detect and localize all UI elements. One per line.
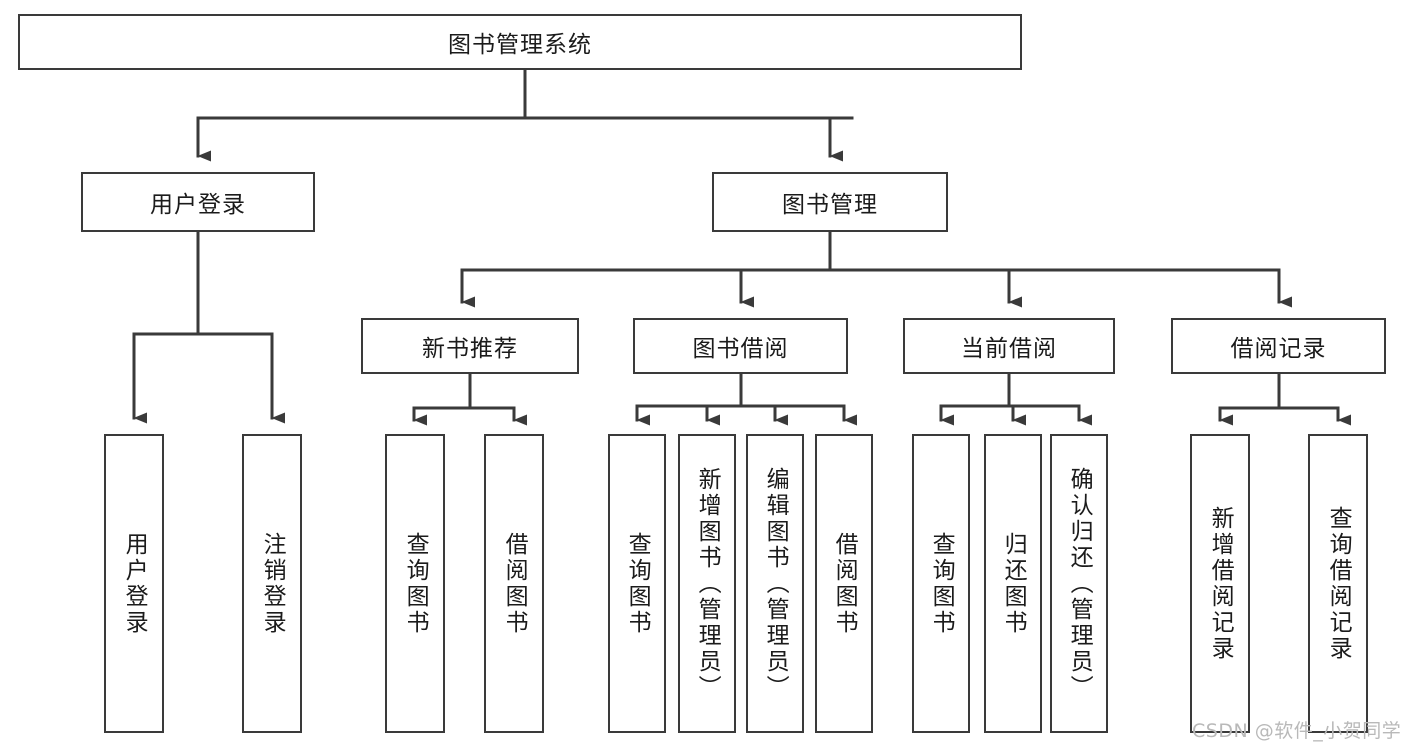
node-leaf-borrow-book-label: 借阅图书 <box>831 531 858 636</box>
node-book-management-label: 图书管理 <box>782 192 878 218</box>
node-leaf-query-book-borrow-label: 查询图书 <box>624 531 651 636</box>
node-root[interactable]: 图书管理系统 <box>18 14 1022 70</box>
node-book-borrow[interactable]: 图书借阅 <box>633 318 848 374</box>
node-leaf-query-borrow-record[interactable]: 查询借阅记录 <box>1308 434 1368 733</box>
node-leaf-borrow-book[interactable]: 借阅图书 <box>815 434 873 733</box>
node-leaf-edit-book-admin[interactable]: 编辑图书（管理员） <box>746 434 804 733</box>
node-leaf-query-book-rec-label: 查询图书 <box>402 531 429 636</box>
node-borrow-record[interactable]: 借阅记录 <box>1171 318 1386 374</box>
node-leaf-query-book-borrow[interactable]: 查询图书 <box>608 434 666 733</box>
node-leaf-logout-label: 注销登录 <box>259 531 286 636</box>
node-leaf-query-book-rec[interactable]: 查询图书 <box>385 434 445 733</box>
node-leaf-return-book[interactable]: 归还图书 <box>984 434 1042 733</box>
node-leaf-confirm-return-admin[interactable]: 确认归还（管理员） <box>1050 434 1108 733</box>
node-leaf-confirm-return-admin-label: 确认归还（管理员） <box>1066 466 1093 701</box>
node-leaf-query-book-cur-label: 查询图书 <box>928 531 955 636</box>
node-current-borrow-label: 当前借阅 <box>961 336 1057 362</box>
node-leaf-query-borrow-record-label: 查询借阅记录 <box>1325 505 1352 662</box>
node-leaf-add-borrow-record[interactable]: 新增借阅记录 <box>1190 434 1250 733</box>
node-user-login[interactable]: 用户登录 <box>81 172 315 232</box>
node-leaf-user-login[interactable]: 用户登录 <box>104 434 164 733</box>
node-leaf-user-login-label: 用户登录 <box>121 531 148 636</box>
node-new-book-recommend-label: 新书推荐 <box>422 336 518 362</box>
node-user-login-label: 用户登录 <box>150 192 246 218</box>
node-book-management[interactable]: 图书管理 <box>712 172 948 232</box>
node-current-borrow[interactable]: 当前借阅 <box>903 318 1115 374</box>
node-leaf-add-borrow-record-label: 新增借阅记录 <box>1207 505 1234 662</box>
node-leaf-query-book-cur[interactable]: 查询图书 <box>912 434 970 733</box>
node-leaf-add-book-admin[interactable]: 新增图书（管理员） <box>678 434 736 733</box>
node-new-book-recommend[interactable]: 新书推荐 <box>361 318 579 374</box>
node-root-label: 图书管理系统 <box>448 32 592 58</box>
node-leaf-add-book-admin-label: 新增图书（管理员） <box>694 466 721 701</box>
node-leaf-logout[interactable]: 注销登录 <box>242 434 302 733</box>
node-leaf-borrow-book-rec-label: 借阅图书 <box>501 531 528 636</box>
node-leaf-edit-book-admin-label: 编辑图书（管理员） <box>762 466 789 701</box>
node-leaf-return-book-label: 归还图书 <box>1000 531 1027 636</box>
watermark: CSDN @软件_小贺同学 <box>1192 720 1402 742</box>
node-book-borrow-label: 图书借阅 <box>692 336 789 362</box>
node-borrow-record-label: 借阅记录 <box>1230 336 1327 362</box>
node-leaf-borrow-book-rec[interactable]: 借阅图书 <box>484 434 544 733</box>
